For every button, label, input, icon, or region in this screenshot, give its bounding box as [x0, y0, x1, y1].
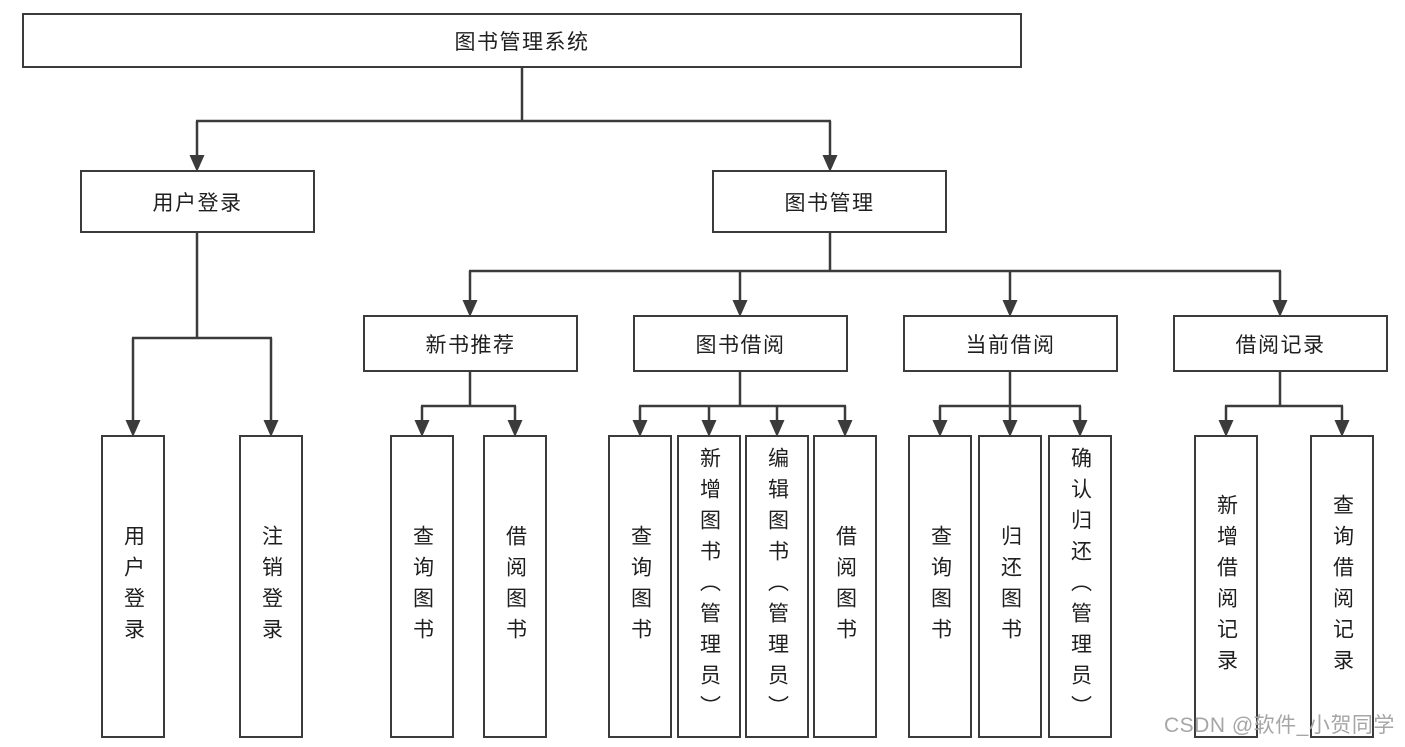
- csdn-watermark: CSDN @软件_小贺同学: [1164, 714, 1395, 737]
- node-book-borrowing: 图书借阅: [633, 315, 848, 372]
- node-label: 图书管理: [784, 191, 875, 215]
- arrowheads: [125, 155, 1350, 437]
- node-label: 当前借阅: [965, 333, 1056, 357]
- node-label: 查询借阅记录: [1330, 493, 1354, 680]
- node-label: 借阅图书: [833, 524, 857, 649]
- node-user-login: 用户登录: [80, 170, 315, 233]
- node-label: 图书管理系统: [454, 30, 590, 54]
- node-label: 查询图书: [628, 524, 652, 649]
- leaf-edit-book-admin: 编辑图书（管理员）: [745, 435, 809, 738]
- leaf-query-books-3: 查询图书: [908, 435, 972, 738]
- node-label: 用户登录: [152, 191, 243, 215]
- node-label: 新增图书（管理员）: [697, 447, 721, 726]
- node-label: 图书借阅: [695, 333, 786, 357]
- leaf-logout: 注销登录: [239, 435, 303, 738]
- leaf-user-login: 用户登录: [101, 435, 165, 738]
- node-label: 编辑图书（管理员）: [765, 447, 789, 726]
- leaf-return-book: 归还图书: [978, 435, 1042, 738]
- leaf-query-books: 查询图书: [390, 435, 454, 738]
- leaf-confirm-return-admin: 确认归还（管理员）: [1048, 435, 1112, 738]
- leaf-add-borrow-record: 新增借阅记录: [1194, 435, 1258, 738]
- node-label: 查询图书: [410, 524, 434, 649]
- node-borrowing-records: 借阅记录: [1173, 315, 1388, 372]
- node-label: 注销登录: [259, 524, 283, 649]
- node-book-management: 图书管理: [712, 170, 947, 233]
- leaf-add-book-admin: 新增图书（管理员）: [677, 435, 741, 738]
- node-label: 确认归还（管理员）: [1068, 447, 1092, 726]
- node-label: 归还图书: [998, 524, 1022, 649]
- node-current-borrowing: 当前借阅: [903, 315, 1118, 372]
- node-label: 用户登录: [121, 524, 145, 649]
- node-label: 借阅记录: [1235, 333, 1326, 357]
- node-label: 新书推荐: [425, 333, 516, 357]
- node-library-management-system: 图书管理系统: [22, 13, 1022, 68]
- node-label: 新增借阅记录: [1214, 493, 1238, 680]
- node-new-book-recommend: 新书推荐: [363, 315, 578, 372]
- leaf-borrow-books-2: 借阅图书: [813, 435, 877, 738]
- node-label: 借阅图书: [503, 524, 527, 649]
- leaf-query-books-2: 查询图书: [608, 435, 672, 738]
- node-label: 查询图书: [928, 524, 952, 649]
- leaf-query-borrow-record: 查询借阅记录: [1310, 435, 1374, 738]
- leaf-borrow-books: 借阅图书: [483, 435, 547, 738]
